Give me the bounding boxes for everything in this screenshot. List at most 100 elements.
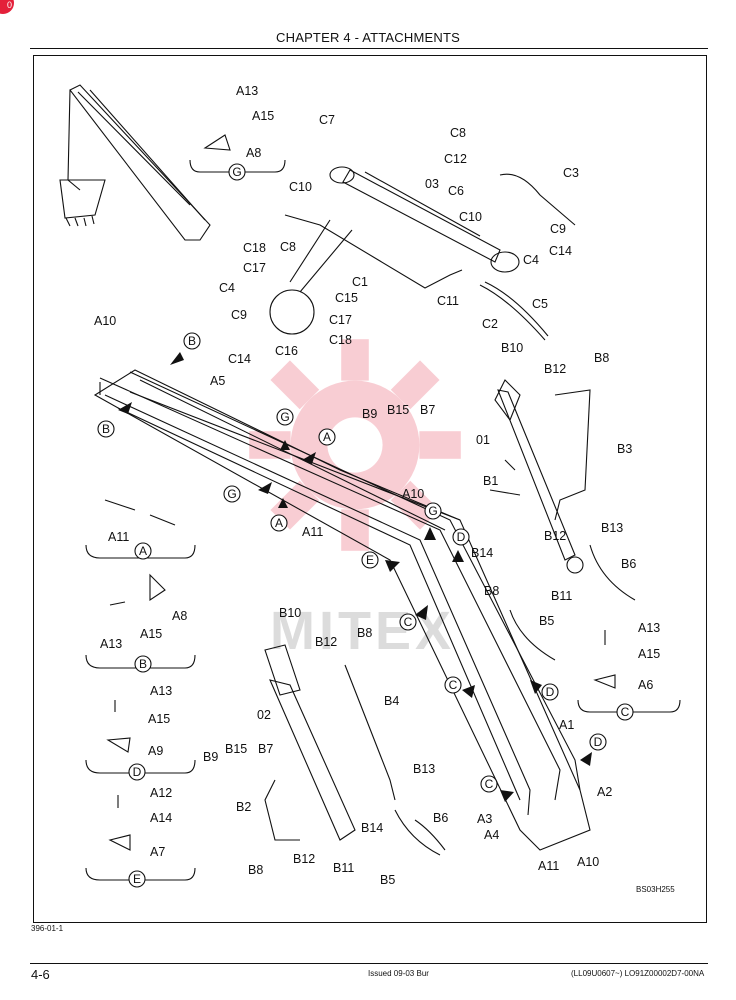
view-c-label: C xyxy=(404,615,413,629)
corner-badge: 0 xyxy=(0,0,14,14)
part-label: C7 xyxy=(319,113,335,127)
part-label: B7 xyxy=(420,403,435,417)
part-label: A13 xyxy=(638,621,660,635)
issued-date: Issued 09-03 Bur xyxy=(368,969,429,978)
part-label: A4 xyxy=(484,828,499,842)
part-label: A13 xyxy=(236,84,258,98)
view-g-label: G xyxy=(232,165,241,179)
footer-rule xyxy=(30,963,708,964)
view-d-label: D xyxy=(133,765,142,779)
part-label: B6 xyxy=(433,811,448,825)
part-label: B11 xyxy=(551,589,572,603)
part-label: B5 xyxy=(380,873,395,887)
part-label: 03 xyxy=(425,177,439,191)
part-label: B10 xyxy=(501,341,523,355)
part-label: A15 xyxy=(252,109,274,123)
part-label: C18 xyxy=(329,333,352,347)
part-label: C17 xyxy=(329,313,352,327)
part-label: C14 xyxy=(549,244,572,258)
part-label: C16 xyxy=(275,344,298,358)
view-d-label: D xyxy=(546,685,555,699)
part-label: C17 xyxy=(243,261,266,275)
view-b-label: B xyxy=(102,422,110,436)
part-label: A10 xyxy=(577,855,599,869)
figure-ref-code: BS03H255 xyxy=(636,885,675,894)
part-label: C8 xyxy=(280,240,296,254)
part-label: C9 xyxy=(231,308,247,322)
part-label: B9 xyxy=(362,407,377,421)
part-label: A13 xyxy=(150,684,172,698)
part-label: 02 xyxy=(257,708,271,722)
part-label: C10 xyxy=(459,210,482,224)
part-label: A3 xyxy=(477,812,492,826)
view-c-label: C xyxy=(449,678,458,692)
part-label: A12 xyxy=(150,786,172,800)
part-label: C4 xyxy=(219,281,235,295)
view-b-label: B xyxy=(139,657,147,671)
part-label: A11 xyxy=(302,525,323,539)
part-label: A11 xyxy=(538,859,559,873)
part-label: B8 xyxy=(248,863,263,877)
part-label: C6 xyxy=(448,184,464,198)
part-label: B12 xyxy=(544,529,566,543)
part-label: A1 xyxy=(559,718,574,732)
part-label: C1 xyxy=(352,275,368,289)
part-label: B12 xyxy=(293,852,315,866)
view-d-label: D xyxy=(457,530,466,544)
part-label: B14 xyxy=(471,546,493,560)
part-label: B4 xyxy=(384,694,399,708)
view-g-label: G xyxy=(227,487,236,501)
view-b-label: B xyxy=(188,334,196,348)
figure-frame xyxy=(33,55,707,923)
page-number: 4-6 xyxy=(31,967,50,982)
part-label: C10 xyxy=(289,180,312,194)
part-label: C5 xyxy=(532,297,548,311)
part-label: C2 xyxy=(482,317,498,331)
part-label: B15 xyxy=(387,403,409,417)
view-e-label: E xyxy=(366,553,374,567)
part-label: B7 xyxy=(258,742,273,756)
excavator-thumbnail-icon xyxy=(59,84,211,241)
part-label: B3 xyxy=(617,442,632,456)
part-label: A15 xyxy=(638,647,660,661)
part-label: B1 xyxy=(483,474,498,488)
view-c-label: C xyxy=(621,705,630,719)
view-c-label: C xyxy=(485,777,494,791)
part-label: B13 xyxy=(601,521,623,535)
part-label: B14 xyxy=(361,821,383,835)
part-label: B13 xyxy=(413,762,435,776)
part-label: C12 xyxy=(444,152,467,166)
part-label: B9 xyxy=(203,750,218,764)
part-label: B5 xyxy=(539,614,554,628)
part-label: 01 xyxy=(476,433,490,447)
part-label: A13 xyxy=(100,637,122,651)
part-label: B15 xyxy=(225,742,247,756)
part-label: B12 xyxy=(544,362,566,376)
part-label: B2 xyxy=(236,800,251,814)
part-label: B10 xyxy=(279,606,301,620)
part-label: A5 xyxy=(210,374,225,388)
part-label: A11 xyxy=(108,530,129,544)
doc-codes: (LL09U0607~) LO91Z00002D7-00NA xyxy=(571,969,705,978)
part-label: A9 xyxy=(148,744,163,758)
part-label: C8 xyxy=(450,126,466,140)
part-label: C3 xyxy=(563,166,579,180)
view-g-label: G xyxy=(428,504,437,518)
view-a-label: A xyxy=(323,430,331,444)
view-e-label: E xyxy=(133,872,141,886)
view-d-label: D xyxy=(594,735,603,749)
view-a-label: A xyxy=(139,544,147,558)
header-rule xyxy=(30,48,708,49)
part-label: B8 xyxy=(357,626,372,640)
part-label: B8 xyxy=(484,584,499,598)
part-label: A2 xyxy=(597,785,612,799)
part-label: C11 xyxy=(437,294,459,308)
part-label: C9 xyxy=(550,222,566,236)
part-label: A15 xyxy=(148,712,170,726)
part-label: B8 xyxy=(594,351,609,365)
part-label: A15 xyxy=(140,627,162,641)
view-g-label: G xyxy=(280,410,289,424)
part-label: C15 xyxy=(335,291,358,305)
page-header: CHAPTER 4 - ATTACHMENTS xyxy=(276,30,460,45)
